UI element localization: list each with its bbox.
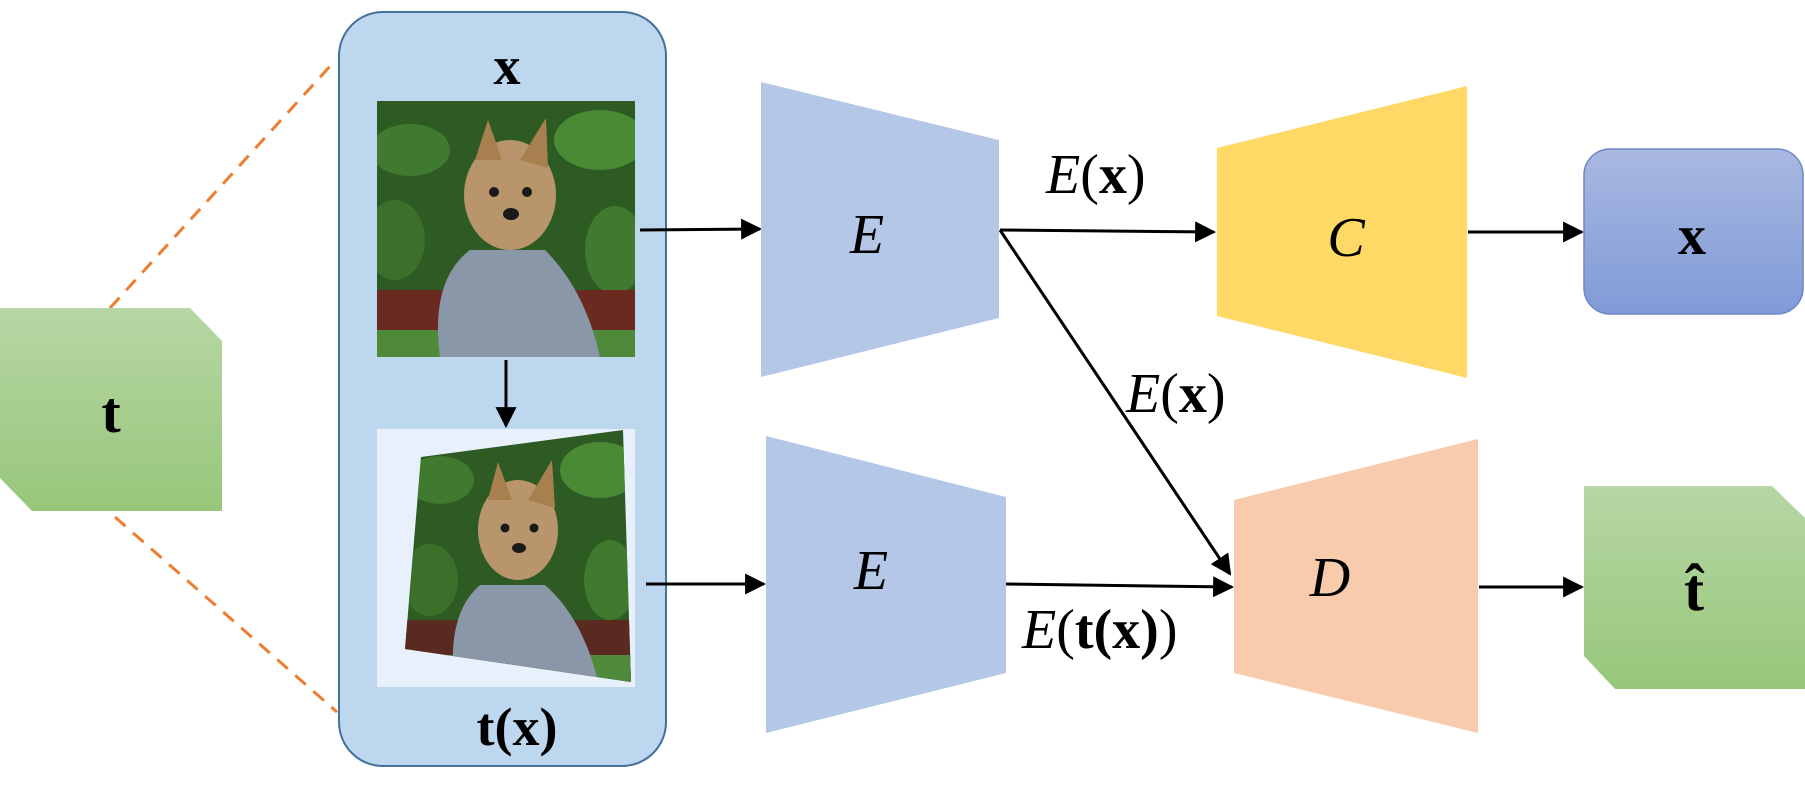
arrow-encoder-to-classifier: [999, 221, 1217, 243]
decoder-block: D: [1234, 439, 1478, 733]
encoder-bottom-label: E: [853, 540, 888, 602]
edge-label-ex-top: E(x): [1045, 144, 1146, 206]
decoder-label: D: [1309, 547, 1350, 609]
arrow-encoder-to-decoder-diagonal: [998, 229, 1232, 576]
arrow-tx-encoder-to-decoder: [1005, 576, 1235, 598]
dashed-link-top: [108, 62, 334, 310]
encoder-top: E: [761, 82, 999, 377]
output-x-block: x: [1583, 148, 1804, 315]
classifier-label: C: [1327, 207, 1365, 269]
output-x-label: x: [1678, 205, 1706, 267]
output-t-hat-block: t̂: [1584, 486, 1805, 689]
encoder-bottom: E: [766, 436, 1006, 733]
image-panel-border: [338, 11, 667, 767]
output-t-hat-label: t̂: [1684, 557, 1705, 623]
arrow-x-to-encoder: [639, 218, 763, 240]
dashed-link-bottom: [114, 515, 338, 714]
transformation-input-block: t: [0, 308, 222, 511]
edge-label-etx: E(t(x)): [1021, 599, 1177, 661]
tx-image-label: t(x): [477, 697, 558, 757]
image-panel: x: [338, 11, 667, 767]
t-input-label: t: [101, 380, 121, 445]
encoder-top-label: E: [849, 204, 884, 266]
x-image-label: x: [494, 36, 521, 96]
dog-image-original: [377, 101, 635, 357]
dog-image-transformed: [405, 430, 631, 682]
classifier-block: C: [1217, 86, 1467, 378]
edge-label-ex-diagonal: E(x): [1125, 363, 1226, 425]
